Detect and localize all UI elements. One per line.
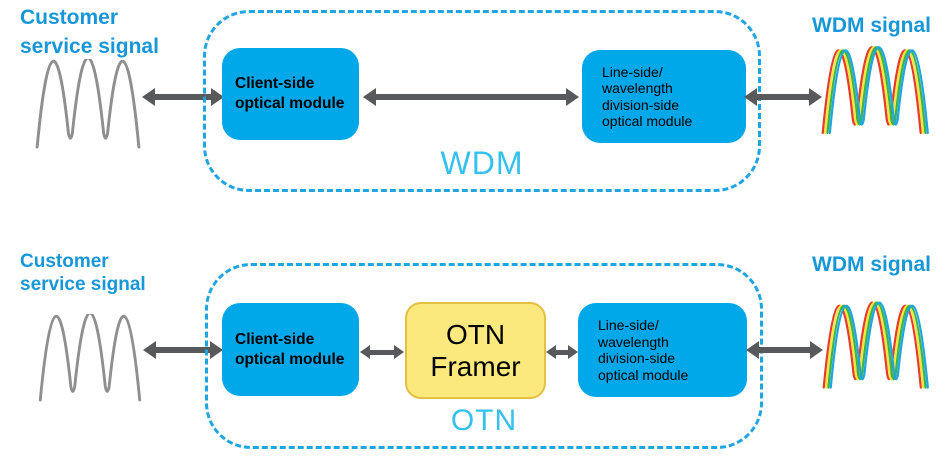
arrow-head-left-icon: [360, 345, 370, 359]
wdm-zone-boundary: [203, 10, 761, 192]
arrow-shaft: [370, 349, 394, 355]
arrow-head-left-icon: [744, 88, 757, 106]
arrow-shaft: [156, 347, 210, 353]
arrow-head-right-icon: [394, 345, 404, 359]
arrow-head-left-icon: [546, 345, 556, 359]
arrow-shaft: [556, 349, 568, 355]
arrow-shaft: [759, 347, 810, 353]
customer-signal-label: Customer service signal: [20, 6, 159, 58]
wdm-signal-label: WDM signal: [812, 253, 931, 276]
customer-signal-wave-icon: [35, 59, 141, 149]
wdm-signal-wave-icon: [822, 301, 929, 389]
arrow-head-left-icon: [142, 88, 155, 106]
arrow-head-right-icon: [568, 345, 578, 359]
line-side-optical-module: Line-side/ wavelength division-side opti…: [578, 303, 747, 397]
bidirectional-arrow-icon: [363, 88, 579, 106]
arrow-head-right-icon: [210, 341, 223, 359]
customer-signal-label: Customer service signal: [20, 251, 146, 295]
arrow-head-right-icon: [809, 88, 822, 106]
wdm-zone-label: WDM: [440, 145, 524, 181]
wdm-signal-label: WDM signal: [812, 14, 931, 37]
bidirectional-arrow-icon: [360, 345, 404, 359]
client-side-optical-module: Client-side optical module: [222, 48, 359, 140]
arrow-head-left-icon: [746, 341, 759, 359]
arrow-shaft: [376, 94, 566, 100]
bidirectional-arrow-icon: [546, 345, 578, 359]
arrow-head-right-icon: [566, 88, 579, 106]
arrow-head-right-icon: [211, 88, 224, 106]
client-side-optical-module: Client-side optical module: [222, 303, 359, 396]
arrow-head-right-icon: [810, 341, 823, 359]
arrow-shaft: [155, 94, 211, 100]
bidirectional-arrow-icon: [143, 341, 223, 359]
otn-zone-label: OTN: [450, 404, 518, 437]
arrow-head-left-icon: [363, 88, 376, 106]
arrow-head-left-icon: [143, 341, 156, 359]
wdm-signal-wave-icon: [821, 46, 929, 135]
otn-framer-module: OTN Framer: [405, 302, 546, 399]
line-side-optical-module: Line-side/ wavelength division-side opti…: [582, 50, 746, 143]
arrow-shaft: [757, 94, 809, 100]
bidirectional-arrow-icon: [746, 341, 823, 359]
bidirectional-arrow-icon: [142, 88, 224, 106]
customer-signal-wave-icon: [38, 314, 142, 402]
otn-zone-boundary: [205, 263, 763, 449]
bidirectional-arrow-icon: [744, 88, 822, 106]
